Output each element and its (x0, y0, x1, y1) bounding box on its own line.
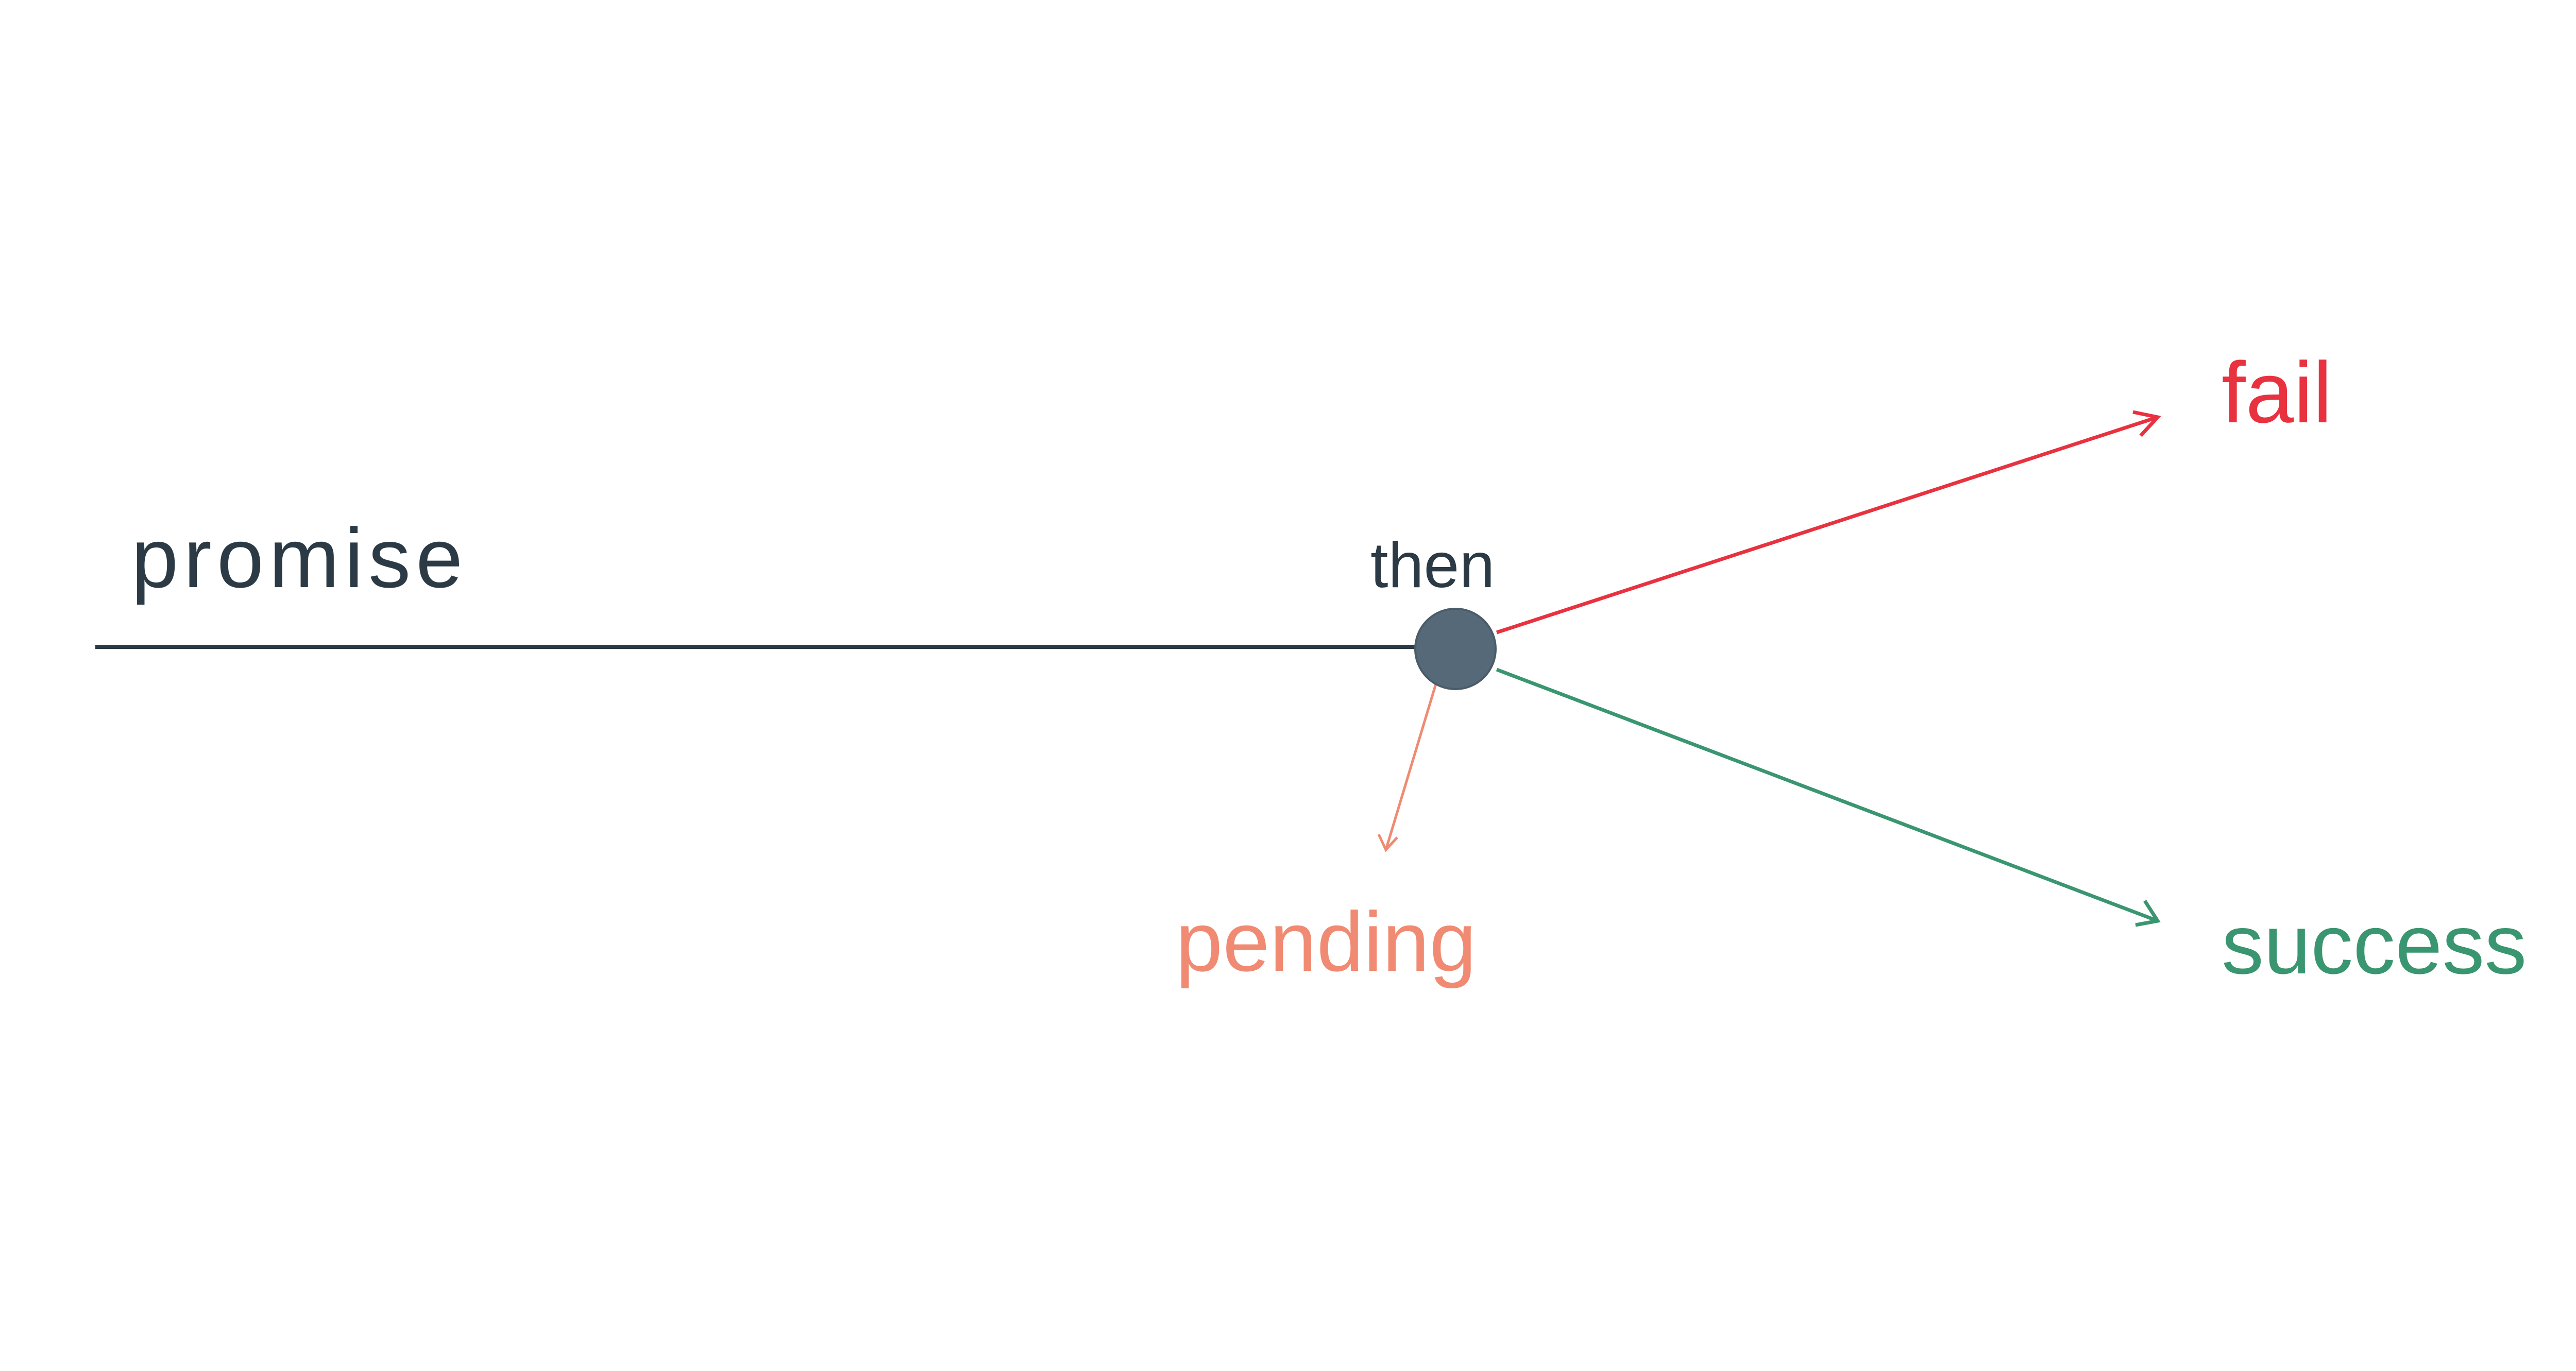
then-node (1414, 608, 1497, 690)
then-label: then (1370, 530, 1495, 601)
fail-arrow (1496, 415, 2159, 635)
pending-arrow (1384, 678, 1439, 850)
fail-arrowhead (2132, 410, 2161, 437)
success-label: success (2222, 897, 2527, 991)
fail-label: fail (2222, 344, 2332, 441)
promise-label: promise (131, 511, 468, 605)
success-arrow (1496, 667, 2159, 923)
pending-label: pending (1176, 895, 1477, 989)
pending-arrowhead (1377, 833, 1398, 852)
success-arrowhead (2135, 900, 2161, 927)
